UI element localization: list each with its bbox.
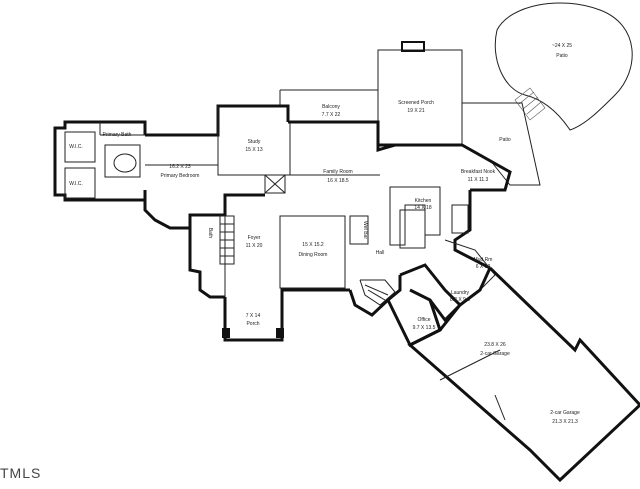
label-office: Office — [418, 317, 431, 323]
label-patio-top: Patio — [556, 53, 568, 59]
label-mud-rm-size: 6 X 12 — [476, 264, 491, 270]
label-breakfast-nook-size: 11 X 11.3 — [468, 177, 489, 183]
room-labels: ~24 X 25 Patio Screened Porch 19 X 21 Ba… — [69, 43, 580, 425]
label-patio-right: Patio — [499, 137, 511, 143]
label-foyer-size: 11 X 20 — [246, 243, 263, 249]
label-dining-room-size: 15 X 15.2 — [302, 242, 324, 248]
label-wet-bar: Wet Bar — [362, 221, 368, 239]
label-porch: Porch — [246, 321, 259, 327]
label-porch-size: 7 X 14 — [246, 313, 261, 319]
label-family-room-size: 16 X 18.5 — [327, 178, 349, 184]
label-balcony-size: 7.7 X 22 — [322, 112, 341, 118]
label-hall: Hall — [376, 250, 385, 256]
label-mud-rm: Mud Rm — [474, 257, 493, 263]
label-garage-lower: 2-car Garage — [550, 410, 580, 416]
label-wic-upper: W.I.C. — [69, 144, 83, 150]
label-foyer: Foyer — [248, 235, 261, 241]
patio-steps — [514, 87, 546, 121]
label-garage-lower-size: 21.3 X 21.3 — [552, 419, 578, 425]
house-walls — [53, 104, 640, 483]
label-balcony: Balcony — [322, 104, 340, 110]
label-dining-room: Dining Room — [299, 252, 328, 258]
label-study-size: 15 X 13 — [245, 147, 262, 153]
watermark: TMLS — [0, 465, 42, 481]
label-wic-lower: W.I.C. — [69, 181, 83, 187]
label-screened-porch: Screened Porch — [398, 100, 434, 106]
label-family-room: Family Room — [323, 169, 352, 175]
label-garage-upper-size: 23.8 X 26 — [484, 342, 506, 348]
label-primary-bath: Primary Bath — [103, 132, 132, 138]
label-office-size: 9.7 X 13.5 — [413, 325, 436, 331]
label-laundry-size: 8.2 X 9.6 — [450, 297, 470, 303]
label-screened-porch-size: 19 X 21 — [407, 108, 424, 114]
label-bath: Bath — [207, 228, 213, 239]
label-primary-bedroom-size: 16.2 X 23 — [169, 164, 191, 170]
label-garage-upper: 2-car Garage — [480, 351, 510, 357]
label-breakfast-nook: Breakfast Nook — [461, 169, 496, 175]
label-patio-top-size: ~24 X 25 — [552, 43, 572, 49]
top-patio-outline — [494, 2, 633, 131]
right-patio — [462, 102, 541, 186]
label-primary-bedroom: Primary Bedroom — [161, 173, 200, 179]
label-kitchen: Kitchen — [415, 198, 432, 204]
screened-porch — [377, 41, 463, 147]
label-kitchen-size: 14 X 18 — [414, 205, 431, 211]
label-laundry: Laundry — [451, 290, 470, 296]
label-study: Study — [248, 139, 261, 145]
